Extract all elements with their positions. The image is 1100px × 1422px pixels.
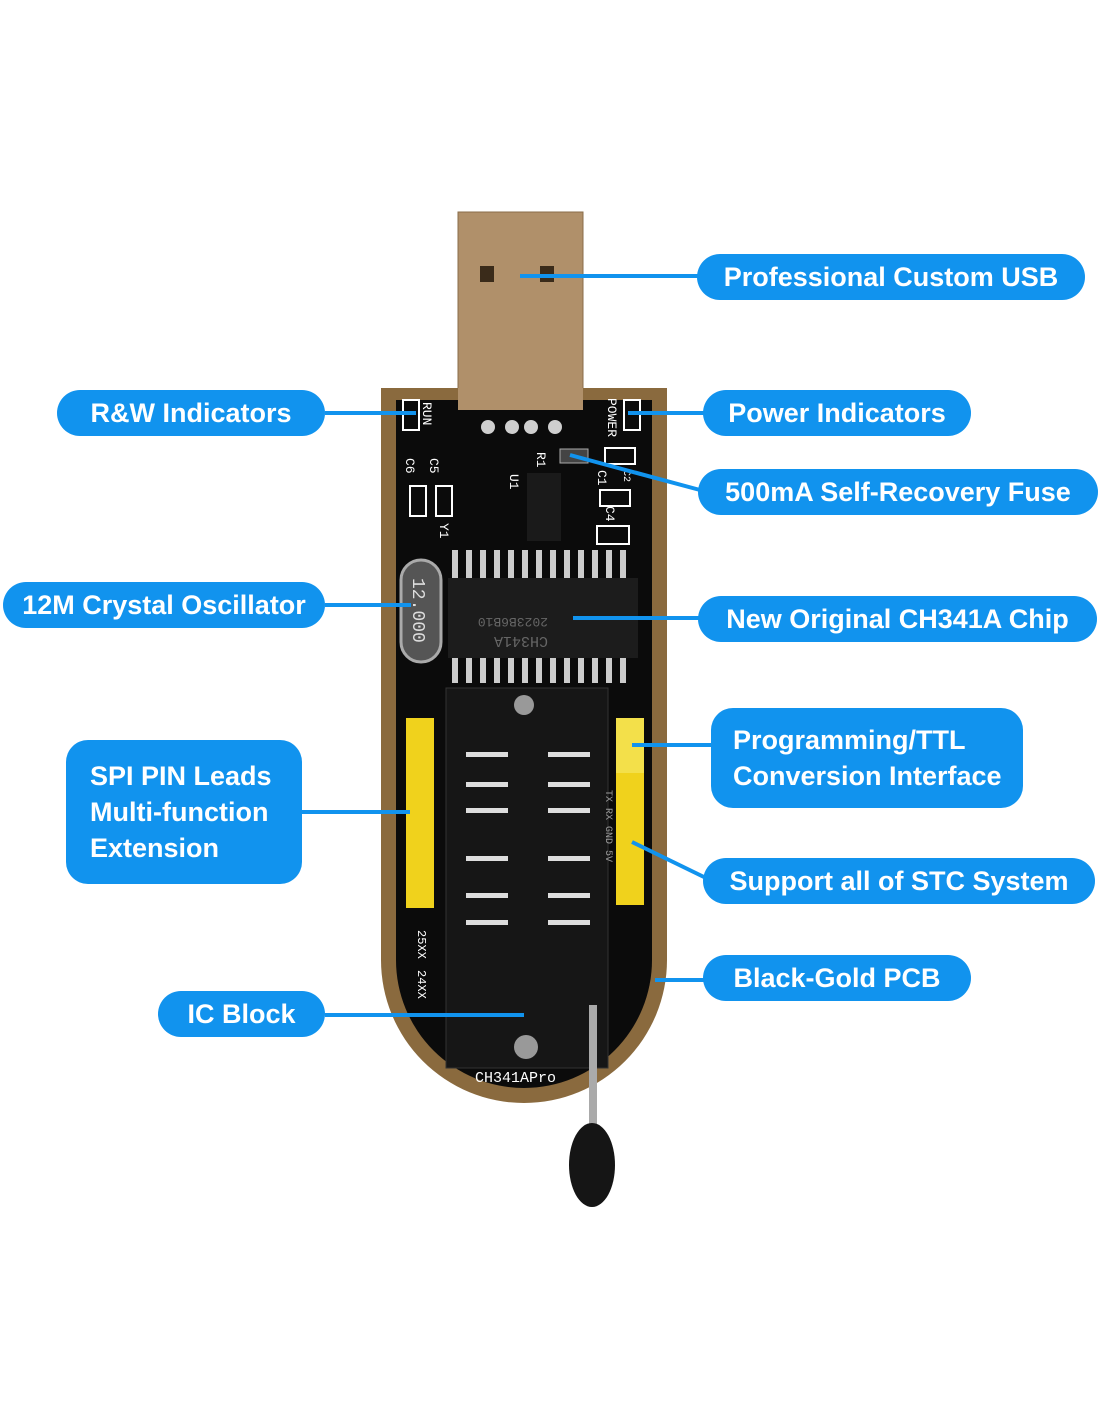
crystal-oscillator	[399, 558, 443, 664]
zif-socket	[445, 687, 609, 1069]
lever-knob	[569, 1123, 615, 1207]
silk-c1: C1	[594, 470, 609, 486]
silk-chip-code: 2023B6B10	[478, 614, 548, 629]
label-usb: Professional Custom USB	[697, 254, 1085, 300]
capacitors	[409, 447, 636, 545]
silk-power: POWER	[604, 398, 619, 437]
silk-crystal-value: 12.000	[407, 578, 427, 643]
silk-run: RUN	[419, 402, 434, 425]
label-crystal: 12M Crystal Oscillator	[3, 582, 325, 628]
label-ttl-line2: Conversion Interface	[733, 761, 1002, 791]
label-spi-line3: Extension	[90, 833, 220, 863]
chip-pins	[452, 550, 626, 683]
silk-ttl-pins: TX RX GND 5V	[602, 790, 613, 862]
label-ttl-interface: Programming/TTL Conversion Interface	[711, 708, 1023, 808]
u1-regulator	[527, 473, 561, 541]
usb-hole-left	[480, 266, 494, 282]
silk-c4: C4	[602, 506, 617, 522]
label-chip: New Original CH341A Chip	[698, 596, 1097, 642]
silk-y1: Y1	[436, 523, 451, 539]
silk-c5: C5	[426, 458, 441, 474]
screw-bottom	[514, 1035, 538, 1059]
silk-chip-name: CH341A	[494, 632, 548, 649]
ttl-pin-header	[616, 773, 644, 905]
label-ttl-line1: Programming/TTL	[733, 725, 966, 755]
usb-pins	[481, 420, 562, 434]
label-spi-pins: SPI PIN Leads Multi-function Extension	[66, 740, 302, 884]
label-power-indicators: Power Indicators	[703, 390, 971, 436]
label-spi-line2: Multi-function	[90, 797, 269, 827]
silk-eeprom-24: 24XX	[414, 970, 428, 999]
silk-c6: C6	[402, 458, 417, 474]
label-ic-block: IC Block	[158, 991, 325, 1037]
label-spi-line1: SPI PIN Leads	[90, 761, 272, 791]
spi-pin-header	[406, 718, 434, 908]
silk-eeprom-25: 25XX	[414, 930, 428, 959]
silk-c2: C2	[620, 470, 631, 482]
label-pcb: Black-Gold PCB	[703, 955, 971, 1001]
silk-r1: R1	[533, 452, 548, 468]
socket-contacts	[466, 752, 590, 925]
silk-u1: U1	[506, 474, 521, 490]
silk-board-name: CH341APro	[475, 1070, 556, 1087]
label-fuse: 500mA Self-Recovery Fuse	[698, 469, 1098, 515]
usb-plug	[457, 211, 584, 413]
leader-lines	[302, 274, 712, 1017]
label-stc: Support all of STC System	[703, 858, 1095, 904]
label-rw-indicators: R&W Indicators	[57, 390, 325, 436]
screw-top	[514, 695, 534, 715]
socket-lever	[589, 1005, 597, 1135]
